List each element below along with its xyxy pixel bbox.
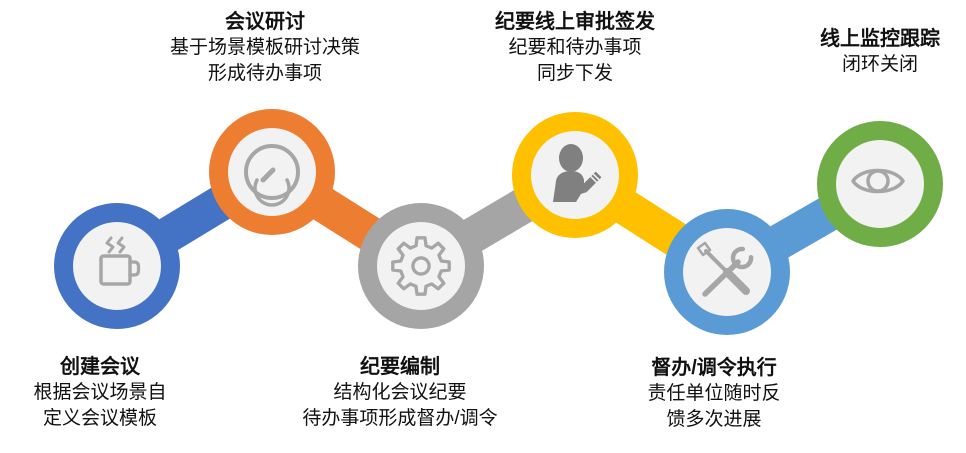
step1-line2: 定义会议模板 [42, 408, 157, 429]
step1-label: 创建会议 根据会议场景自 定义会议模板 [0, 354, 200, 432]
step-node-3 [358, 203, 484, 329]
step3-line2: 待办事项形成督办/调令 [302, 408, 498, 429]
step3-title: 纪要编制 [360, 356, 440, 378]
step6-label: 线上监控跟踪 闭环关闭 [770, 26, 966, 78]
tools-icon [696, 241, 754, 297]
step6-inner-circle [836, 140, 924, 228]
step-node-5 [664, 209, 790, 335]
gauge-icon [244, 144, 300, 207]
step4-title: 纪要线上审批签发 [495, 11, 655, 33]
step2-line2: 形成待办事项 [207, 63, 322, 84]
step-node-1 [54, 203, 180, 329]
step6-line1: 闭环关闭 [841, 54, 918, 75]
step3-label: 纪要编制 结构化会议纪要 待办事项形成督办/调令 [260, 354, 540, 432]
step3-inner-circle [377, 222, 465, 310]
step4-line2: 同步下发 [536, 63, 613, 84]
step1-inner-circle [73, 222, 161, 310]
step2-label: 会议研讨 基于场景模板研讨决策 形成待办事项 [135, 9, 395, 87]
step1-line1: 根据会议场景自 [33, 382, 167, 403]
person-edit-icon [553, 144, 602, 202]
eye-icon [851, 168, 905, 194]
step5-line1: 责任单位随时反 [647, 383, 781, 404]
step-node-6 [817, 121, 943, 247]
step2-line1: 基于场景模板研讨决策 [169, 37, 360, 58]
step-node-2 [209, 109, 335, 235]
step5-title: 督办/调令执行 [651, 357, 777, 379]
step3-line1: 结构化会议纪要 [333, 382, 467, 403]
step5-line2: 馈多次进展 [666, 409, 762, 430]
coffee-mug-icon [99, 236, 141, 286]
step2-title: 会议研讨 [225, 11, 305, 33]
step6-title: 线上监控跟踪 [820, 28, 940, 50]
step4-line1: 纪要和待办事项 [508, 37, 642, 58]
gear-icon [391, 236, 451, 296]
step1-title: 创建会议 [60, 356, 140, 378]
step4-label: 纪要线上审批签发 纪要和待办事项 同步下发 [445, 9, 705, 87]
step-node-4 [512, 112, 638, 238]
step5-label: 督办/调令执行 责任单位随时反 馈多次进展 [604, 355, 824, 433]
